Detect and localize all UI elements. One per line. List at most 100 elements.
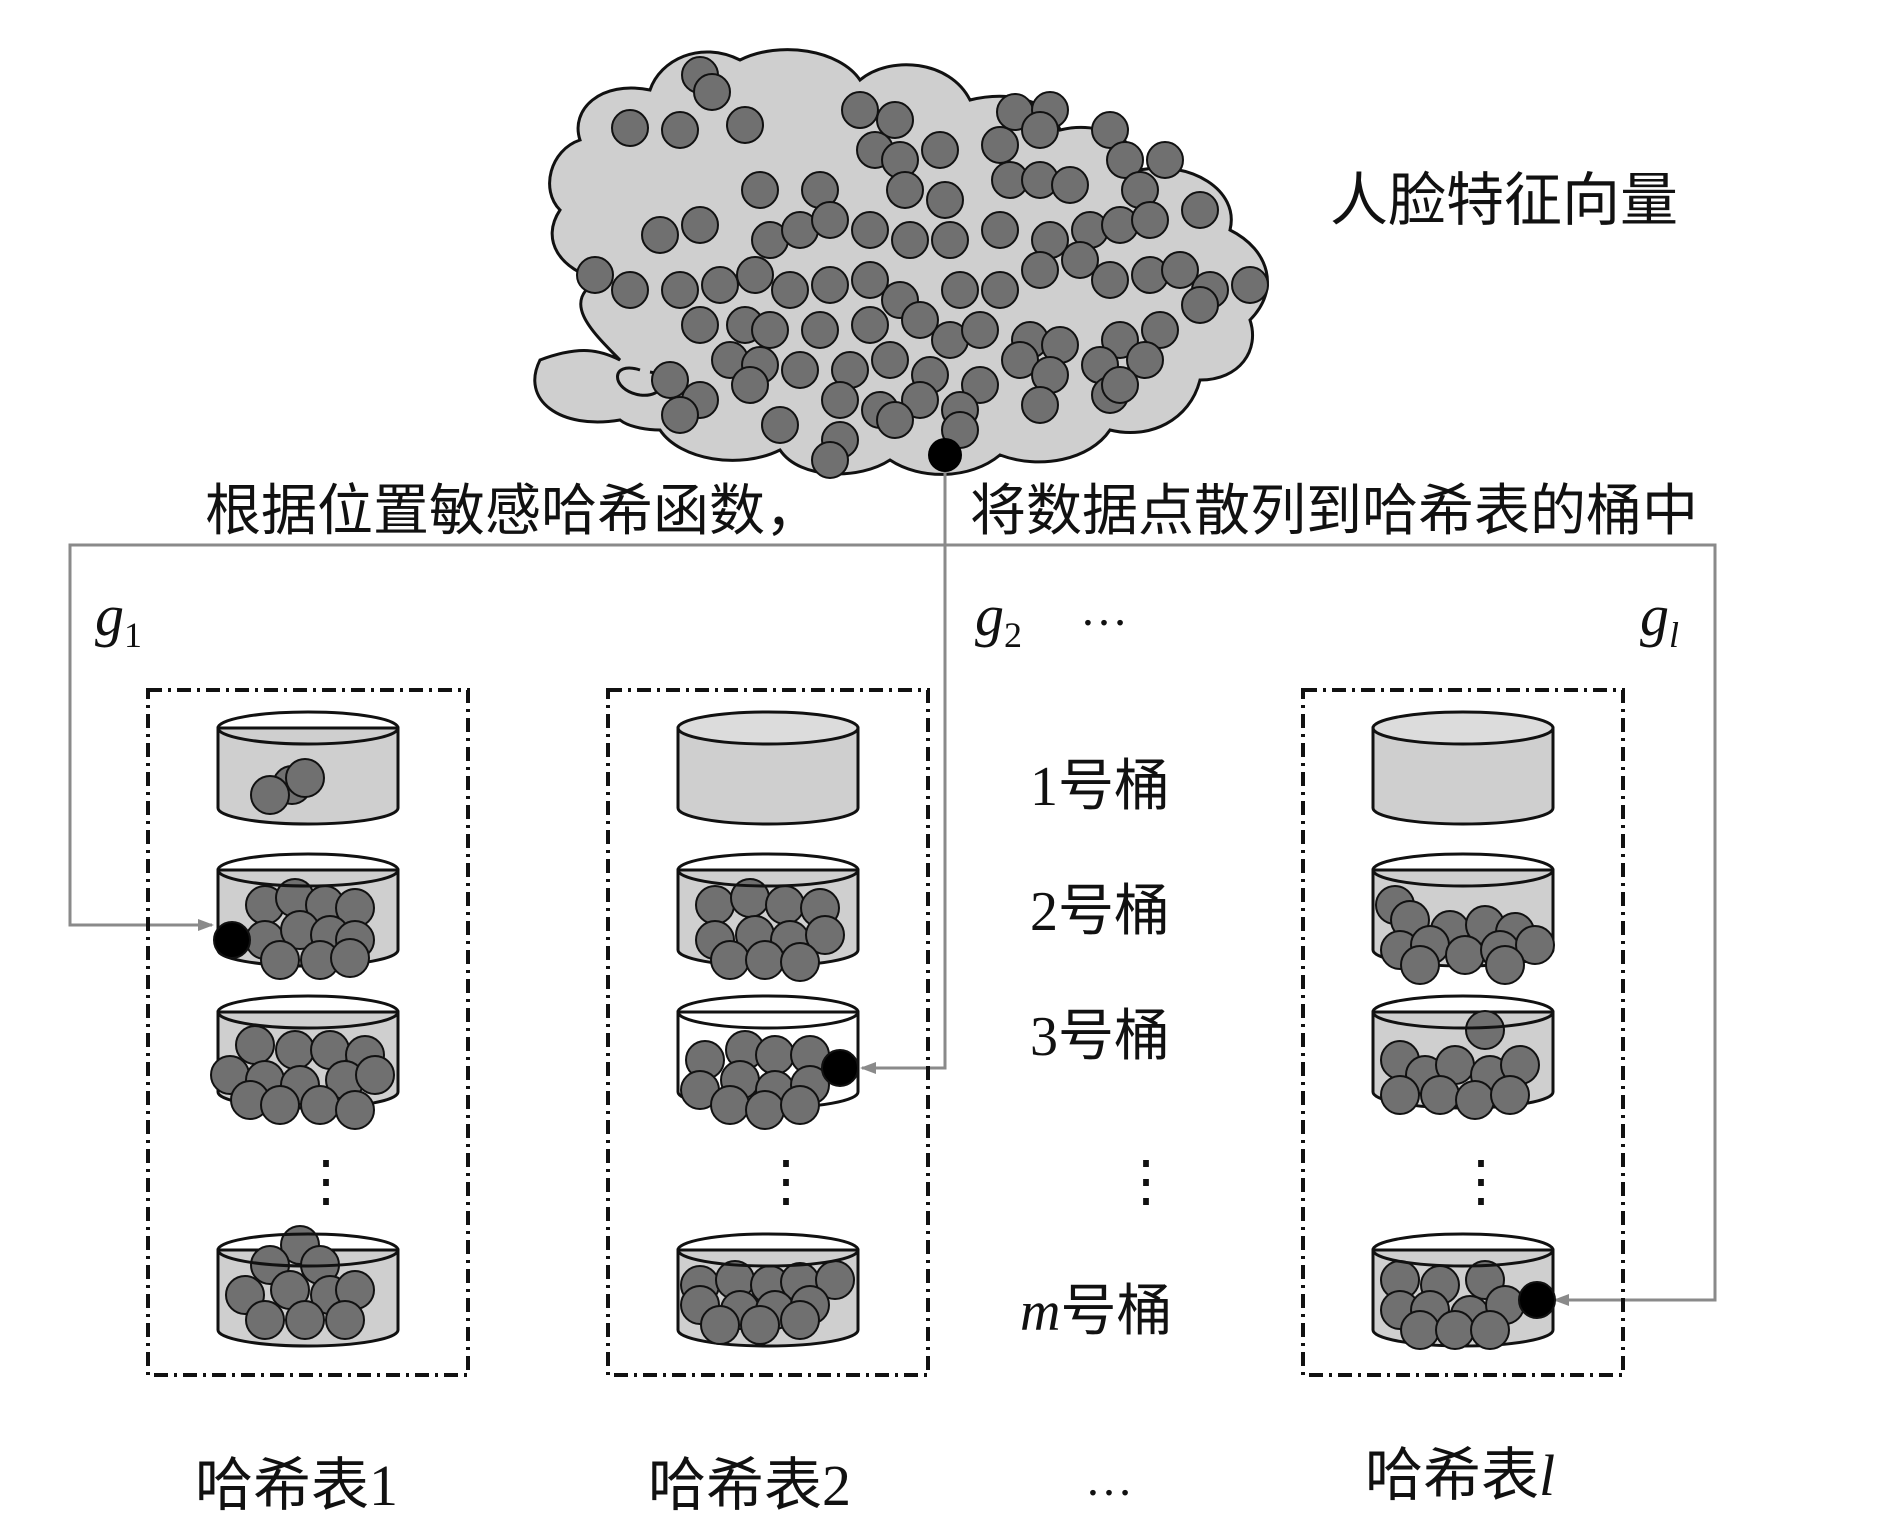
- bucket-point: [1485, 945, 1525, 985]
- bucket: [210, 994, 400, 1130]
- arrow-g2: [860, 545, 947, 1074]
- bucket-rim: [676, 852, 860, 888]
- feature-point: [901, 381, 939, 419]
- feature-point: [1106, 141, 1144, 179]
- bucket-rim: [676, 710, 860, 746]
- feature-point: [841, 91, 879, 129]
- hash-table-box-1: [146, 688, 470, 1377]
- query-point-in-bucket: [821, 1049, 859, 1087]
- hash-function-label-l: gl: [1640, 583, 1679, 655]
- feature-point: [811, 201, 849, 239]
- bucket: [676, 994, 860, 1130]
- bucket-point: [780, 1300, 820, 1340]
- bucket-point: [710, 940, 750, 980]
- feature-point: [731, 366, 769, 404]
- bucket-body: [676, 726, 860, 826]
- feature-point: [741, 171, 779, 209]
- bucket: [216, 710, 400, 826]
- connectors: [68, 438, 1717, 1306]
- feature-point: [1141, 311, 1179, 349]
- feature-point: [981, 126, 1019, 164]
- feature-point: [921, 131, 959, 169]
- feature-point: [1126, 341, 1164, 379]
- bucket: [1371, 852, 1555, 985]
- bucket-point: [1435, 1310, 1475, 1350]
- bucket-point: [780, 942, 820, 982]
- feature-point: [961, 311, 999, 349]
- feature-point: [811, 441, 849, 479]
- feature-point: [886, 171, 924, 209]
- bucket-point: [740, 1305, 780, 1345]
- bucket-label-m: m号桶: [1020, 1279, 1172, 1344]
- feature-point: [811, 266, 849, 304]
- feature-point: [771, 271, 809, 309]
- feature-point: [701, 266, 739, 304]
- feature-point: [1021, 111, 1059, 149]
- feature-point: [821, 381, 859, 419]
- bucket: [1371, 994, 1555, 1120]
- hash-table-box-2: [606, 688, 930, 1377]
- feature-point: [761, 406, 799, 444]
- hash-function-ellipsis: …: [1080, 583, 1128, 636]
- feature-point: [931, 221, 969, 259]
- feature-point: [681, 206, 719, 244]
- buckets: [210, 710, 1556, 1350]
- feature-point: [736, 256, 774, 294]
- bucket-point: [1455, 1080, 1495, 1120]
- query-point-in-bucket: [213, 921, 251, 959]
- table-2-vertical-ellipsis: ⋮: [758, 1151, 814, 1213]
- bucket-rim: [1371, 994, 1555, 1030]
- bucket-point: [745, 1090, 785, 1130]
- feature-point: [981, 271, 1019, 309]
- feature-point: [901, 301, 939, 339]
- bucket-point: [245, 1300, 285, 1340]
- process-text-left: 根据位置敏感哈希函数，: [205, 479, 821, 544]
- bucket-point: [765, 885, 805, 925]
- feature-point: [801, 311, 839, 349]
- table-l-vertical-ellipsis: ⋮: [1453, 1151, 1509, 1213]
- feature-point: [781, 351, 819, 389]
- bucket-point: [1515, 925, 1555, 965]
- process-text-right: 将数据点散列到哈希表的桶中: [970, 479, 1698, 544]
- bucket-point: [780, 1085, 820, 1125]
- feature-point: [1021, 251, 1059, 289]
- bucket-point: [285, 1300, 325, 1340]
- feature-point: [611, 109, 649, 147]
- feature-point: [1091, 261, 1129, 299]
- bucket-rim: [216, 852, 400, 888]
- feature-point: [876, 101, 914, 139]
- table-caption-2: 哈希表2: [648, 1451, 851, 1519]
- feature-point: [1101, 321, 1139, 359]
- bucket-point: [275, 1030, 315, 1070]
- feature-point: [926, 181, 964, 219]
- bucket-rim: [676, 1232, 860, 1268]
- table-caption-1: 哈希表1: [195, 1451, 398, 1519]
- feature-point: [851, 261, 889, 299]
- bucket-point: [695, 885, 735, 925]
- feature-point: [693, 73, 731, 111]
- feature-cloud: [533, 48, 1269, 479]
- bucket-point: [250, 775, 290, 815]
- bucket: [676, 1232, 860, 1348]
- feature-point: [851, 306, 889, 344]
- feature-point: [726, 106, 764, 144]
- bucket: [676, 852, 860, 982]
- bucket-label-3: 3号桶: [1030, 1004, 1170, 1069]
- bucket-point: [330, 938, 370, 978]
- bucket-point: [355, 1055, 395, 1095]
- arrow-g1: [68, 455, 947, 931]
- bucket-point: [745, 940, 785, 980]
- feature-point: [981, 211, 1019, 249]
- arrow-gl: [945, 543, 1717, 1306]
- feature-point: [651, 361, 689, 399]
- bucket-point: [325, 1300, 365, 1340]
- bucket-point: [1470, 1310, 1510, 1350]
- feature-point: [851, 211, 889, 249]
- table-1-vertical-ellipsis: ⋮: [298, 1151, 354, 1213]
- cloud-points: [576, 56, 1269, 479]
- feature-point: [1021, 386, 1059, 424]
- bucket-point: [1420, 1075, 1460, 1115]
- bucket-point: [1465, 1010, 1505, 1050]
- bucket-rim: [676, 994, 860, 1030]
- bucket: [216, 1225, 400, 1348]
